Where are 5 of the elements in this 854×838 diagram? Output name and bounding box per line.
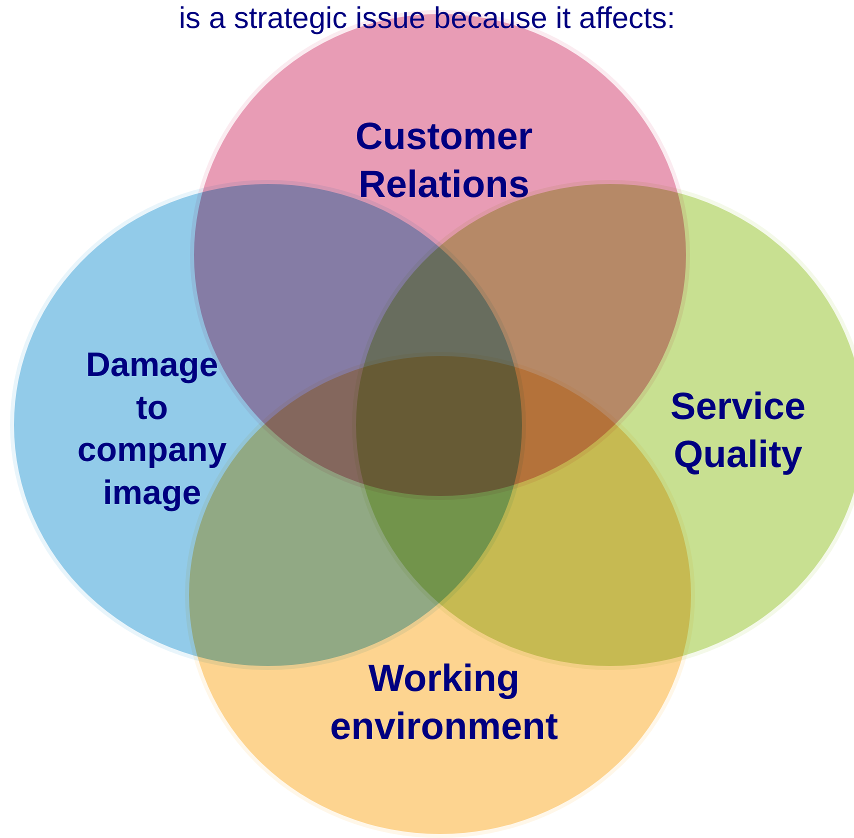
circle-label: Service Quality xyxy=(669,385,807,478)
circle-label: Customer Relations xyxy=(354,115,534,208)
title: is a strategic issue because it affects: xyxy=(178,1,676,37)
circle-label: Working environment xyxy=(328,657,560,750)
circle-label: Damage to company image xyxy=(76,345,228,514)
